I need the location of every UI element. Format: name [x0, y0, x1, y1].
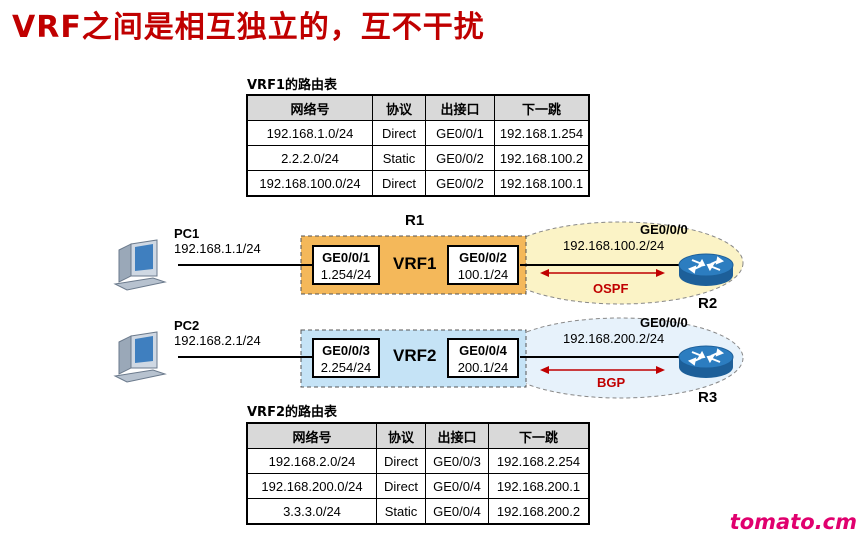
vrf2-name: VRF2: [393, 346, 437, 365]
table-cell: GE0/0/1: [425, 120, 495, 146]
r2-interface-name: GE0/0/0: [640, 222, 688, 237]
table-cell: 192.168.200.0/24: [246, 473, 377, 499]
table-cell: 192.168.100.1: [494, 170, 590, 197]
table-cell: 192.168.2.254: [488, 448, 590, 474]
table-cell: GE0/0/2: [425, 170, 495, 197]
table-cell: 192.168.100.0/24: [246, 170, 373, 197]
table-row: 192.168.2.0/24 Direct GE0/0/3 192.168.2.…: [246, 448, 590, 474]
r1-label: R1: [405, 212, 425, 229]
bgp-arrow: [540, 366, 665, 374]
vrf1-right-interface: GE0/0/2 100.1/24: [447, 245, 519, 285]
table-header-cell: 下一跳: [494, 94, 590, 121]
router-icon: [678, 345, 734, 378]
table-header-cell: 协议: [376, 422, 426, 449]
table-cell: GE0/0/2: [425, 145, 495, 171]
r2-label: R2: [698, 295, 718, 312]
table-cell: 3.3.3.0/24: [246, 498, 377, 525]
table-header-cell: 网络号: [246, 422, 377, 449]
vrf1-name: VRF1: [393, 254, 437, 273]
table-cell: Direct: [376, 473, 426, 499]
table1-caption: VRF1的路由表: [247, 78, 337, 93]
interface-ip: 2.254/24: [320, 360, 372, 375]
r3-label: R3: [698, 389, 718, 406]
watermark: tomato.cm: [729, 510, 857, 534]
table-cell: 192.168.1.254: [494, 120, 590, 146]
table-cell: 192.168.1.0/24: [246, 120, 373, 146]
r3-interface-ip: 192.168.200.2/24: [563, 331, 665, 346]
table-header-cell: 出接口: [425, 422, 489, 449]
table-row: 192.168.200.0/24 Direct GE0/0/4 192.168.…: [246, 473, 590, 499]
pc1-name: PC1: [174, 226, 200, 241]
r2-interface-ip: 192.168.100.2/24: [563, 238, 665, 253]
interface-ip: 100.1/24: [457, 267, 509, 282]
table-row: 2.2.2.0/24 Static GE0/0/2 192.168.100.2: [246, 145, 590, 171]
table-cell: Static: [376, 498, 426, 525]
ospf-label: OSPF: [593, 281, 629, 296]
router-icon: [678, 253, 734, 286]
table-row: 192.168.100.0/24 Direct GE0/0/2 192.168.…: [246, 170, 590, 197]
vrf2-left-interface: GE0/0/3 2.254/24: [312, 338, 380, 378]
table-row: 192.168.1.0/24 Direct GE0/0/1 192.168.1.…: [246, 120, 590, 146]
table-row: 3.3.3.0/24 Static GE0/0/4 192.168.200.2: [246, 498, 590, 525]
table-cell: 192.168.2.0/24: [246, 448, 377, 474]
table-header-cell: 下一跳: [488, 422, 590, 449]
table-cell: Direct: [372, 120, 426, 146]
table-header-row: 网络号 协议 出接口 下一跳: [246, 422, 590, 449]
interface-name: GE0/0/4: [459, 343, 507, 358]
table-header-cell: 协议: [372, 94, 426, 121]
vrf1-left-interface: GE0/0/1 1.254/24: [312, 245, 380, 285]
table-cell: 192.168.200.2: [488, 498, 590, 525]
vrf1-routing-table: 网络号 协议 出接口 下一跳 192.168.1.0/24 Direct GE0…: [246, 94, 590, 197]
table-cell: Direct: [372, 170, 426, 197]
pc2-name: PC2: [174, 318, 200, 333]
ospf-arrow: [540, 269, 665, 277]
table-cell: GE0/0/4: [425, 473, 489, 499]
pc2-ip: 192.168.2.1/24: [174, 333, 261, 348]
table2-caption: VRF2的路由表: [247, 405, 337, 420]
interface-ip: 200.1/24: [457, 360, 509, 375]
interface-name: GE0/0/1: [322, 250, 370, 265]
table-cell: GE0/0/4: [425, 498, 489, 525]
pc1-ip: 192.168.1.1/24: [174, 241, 261, 256]
table-cell: 192.168.200.1: [488, 473, 590, 499]
table-header-cell: 出接口: [425, 94, 495, 121]
table-header-cell: 网络号: [246, 94, 373, 121]
interface-name: GE0/0/3: [322, 343, 370, 358]
table-cell: 192.168.100.2: [494, 145, 590, 171]
table-header-row: 网络号 协议 出接口 下一跳: [246, 94, 590, 121]
r3-interface-name: GE0/0/0: [640, 315, 688, 330]
interface-name: GE0/0/2: [459, 250, 507, 265]
bgp-label: BGP: [597, 375, 626, 390]
table-cell: 2.2.2.0/24: [246, 145, 373, 171]
interface-ip: 1.254/24: [320, 267, 372, 282]
page-title: VRF之间是相互独立的，互不干扰: [12, 10, 485, 45]
pc-icon: [113, 239, 167, 291]
pc-icon: [113, 331, 167, 383]
vrf2-right-interface: GE0/0/4 200.1/24: [447, 338, 519, 378]
table-cell: GE0/0/3: [425, 448, 489, 474]
vrf2-routing-table: 网络号 协议 出接口 下一跳 192.168.2.0/24 Direct GE0…: [246, 422, 590, 525]
table-cell: Direct: [376, 448, 426, 474]
